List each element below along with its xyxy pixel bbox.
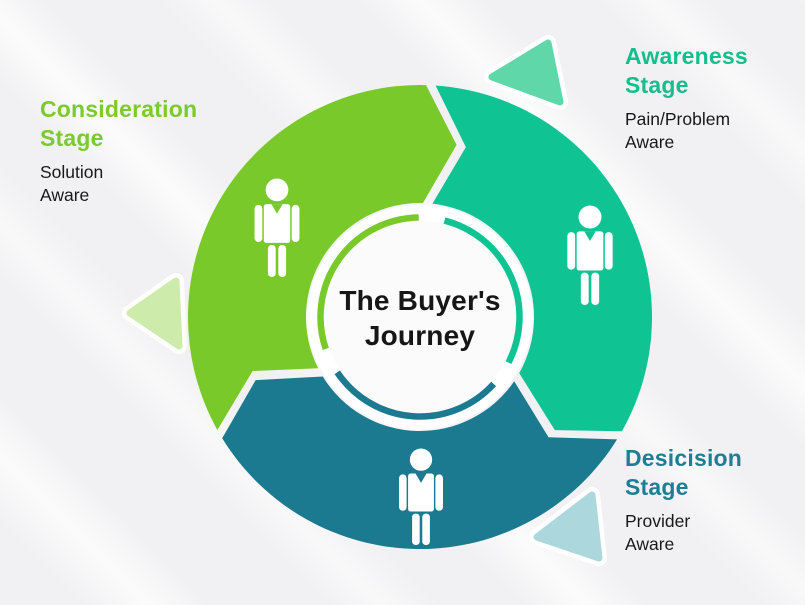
decision-stage-heading: Desicision Stage <box>625 445 743 501</box>
stage-label-awareness: Awareness Stage Pain/Problem Aware <box>625 42 748 154</box>
decision-stage-subtitle: Provider Aware <box>625 510 691 554</box>
stage-label-decision: Desicision Stage Provider Aware <box>625 444 742 556</box>
person-icon-awareness <box>567 205 613 305</box>
person-icon-decision <box>399 448 443 545</box>
stage-label-consideration: Consideration Stage Solution Aware <box>40 95 197 207</box>
center-ring-arc-decision <box>334 370 497 420</box>
center-disc <box>324 221 516 413</box>
cycle-arrow-top-icon <box>488 39 564 106</box>
person-icon-consideration <box>254 178 300 277</box>
center-ring-arc-consideration <box>317 214 419 351</box>
cycle-arrow-bottom-right-icon <box>533 491 603 562</box>
cycle-arrow-left-icon <box>126 277 183 350</box>
diagram-title: The Buyer's Journey <box>339 285 501 351</box>
stage-segment-consideration <box>187 85 457 431</box>
awareness-stage-subtitle: Pain/Problem Aware <box>625 108 731 152</box>
awareness-stage-heading: Awareness Stage <box>625 43 748 99</box>
consideration-stage-heading: Consideration Stage <box>40 96 198 152</box>
consideration-stage-subtitle: Solution Aware <box>40 161 104 205</box>
stage-segment-awareness <box>432 85 652 432</box>
center-ring-arc-awareness <box>443 217 523 365</box>
